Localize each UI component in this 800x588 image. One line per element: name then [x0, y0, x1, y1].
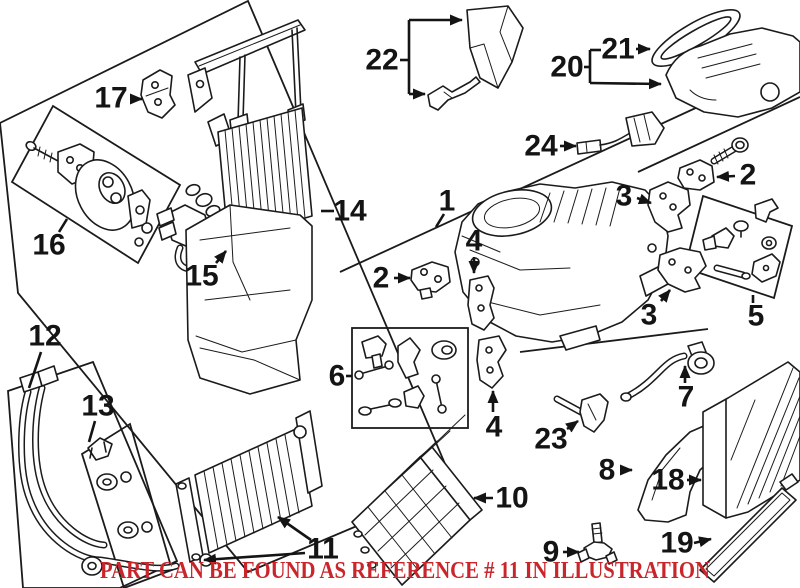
bracket-17-drawing — [140, 69, 176, 119]
bracket-3a-drawing — [647, 181, 691, 233]
valve-kit-16-drawing — [25, 140, 153, 247]
leader-arrow-20 — [589, 78, 662, 90]
region-line-3 — [519, 328, 709, 353]
part-label-8: 8 — [599, 454, 616, 487]
bracket-2a-drawing — [410, 261, 451, 300]
part-label-5: 5 — [748, 300, 765, 333]
group-box-5 — [683, 194, 794, 300]
group-box-16 — [10, 104, 182, 265]
part-label-22: 22 — [365, 44, 398, 77]
clip-22-drawing — [427, 76, 481, 111]
mounting-frame-drawing — [187, 19, 306, 139]
part-label-12: 12 — [28, 320, 61, 353]
part-label-7: 7 — [678, 381, 695, 414]
aux-heater-10-drawing — [351, 414, 483, 586]
part-label-21: 21 — [601, 33, 634, 66]
part-label-19: 19 — [660, 527, 693, 560]
part-label-3b: 3 — [641, 299, 658, 332]
leader-arrow-3b — [658, 289, 672, 303]
filter-lid-19-drawing — [699, 473, 799, 583]
leader-line-1 — [434, 213, 446, 228]
part-labels: 1223344567891011121314151617181920212223… — [27, 14, 765, 569]
actuator-kit-6-drawing — [354, 335, 457, 416]
leader-arrow-11 — [277, 515, 312, 542]
leader-line-13 — [87, 420, 97, 443]
part-label-17: 17 — [94, 82, 127, 115]
group-box-12 — [7, 360, 179, 588]
region-line-2 — [637, 96, 800, 173]
bracket-23-drawing — [553, 393, 609, 433]
part-label-20: 20 — [550, 51, 583, 84]
leader-arrow-23 — [565, 419, 579, 433]
cabin-filter-18-drawing — [702, 361, 800, 519]
leader-arrow-2b — [716, 170, 736, 182]
part-label-23: 23 — [534, 423, 567, 456]
leader-arrow-3a — [636, 193, 652, 205]
part-label-4a: 4 — [466, 225, 483, 258]
intake-housing-20-drawing — [665, 27, 800, 118]
valve-9-drawing — [577, 522, 618, 565]
part-label-2a: 2 — [373, 262, 390, 295]
part-label-11: 11 — [307, 533, 339, 566]
leader-arrow-19 — [693, 536, 712, 548]
bracket-2b-drawing — [677, 159, 715, 191]
lower-case-drawing — [185, 204, 313, 395]
part-label-15: 15 — [185, 260, 218, 293]
foam-pad-22-drawing — [466, 5, 524, 89]
part-label-16: 16 — [32, 229, 65, 262]
leader-line-16 — [57, 218, 69, 233]
part-label-2b: 2 — [740, 159, 757, 192]
caption: PART CAN BE FOUND AS REFERENCE # 11 IN I… — [100, 558, 711, 584]
part-label-13: 13 — [81, 390, 114, 423]
bracket-4a-drawing — [467, 275, 495, 331]
group-box-6 — [351, 327, 469, 429]
part-label-1: 1 — [439, 185, 456, 218]
group-box-left — [0, 0, 456, 574]
leader-arrow-15 — [214, 250, 227, 264]
leader-line-12 — [27, 351, 43, 389]
drain-hose-7-drawing — [620, 341, 715, 402]
part-label-4b: 4 — [486, 411, 503, 444]
small-parts-5-drawing — [702, 198, 781, 283]
part-label-6: 6 — [329, 360, 346, 393]
part-label-24: 24 — [524, 130, 558, 163]
part-label-3a: 3 — [616, 180, 633, 213]
grommet-kit-13-drawing — [81, 437, 153, 576]
bracket-3b-drawing — [657, 247, 707, 293]
bracket-4b-drawing — [476, 335, 507, 389]
bolt-2-drawing — [710, 137, 749, 165]
harness-24-drawing — [576, 111, 665, 155]
part-label-10: 10 — [495, 482, 528, 515]
part-label-18: 18 — [651, 464, 684, 497]
leader-arrow-11 — [203, 551, 306, 565]
part-label-9: 9 — [543, 536, 560, 569]
heater-pipes-12-drawing — [18, 365, 180, 572]
part-label-14: 14 — [333, 195, 367, 228]
heater-core-11-drawing — [175, 410, 323, 567]
